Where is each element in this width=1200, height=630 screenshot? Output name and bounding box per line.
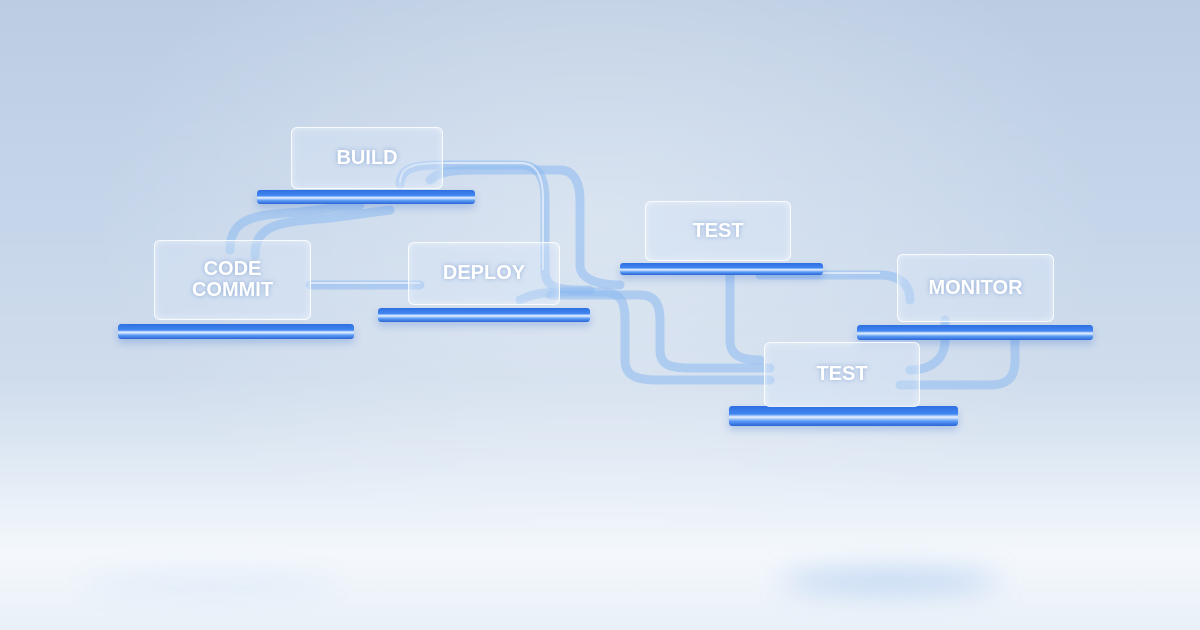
test-top-platform: [620, 263, 823, 275]
test-bottom-label: TEST: [816, 363, 868, 385]
monitor-platform: [857, 325, 1093, 340]
tube-deploy-test: [545, 290, 775, 373]
build-platform: [257, 190, 475, 204]
tube-commit-build: [225, 200, 365, 255]
test-top-label: TEST: [692, 219, 744, 242]
tube-test-test: [725, 270, 765, 365]
build-stage[interactable]: BUILD: [291, 127, 443, 189]
deploy-platform: [378, 308, 590, 322]
floor-shadow: [80, 575, 340, 591]
test-bottom-stage[interactable]: TEST: [764, 342, 920, 407]
test-top-stage[interactable]: TEST: [645, 201, 791, 261]
build-label: BUILD: [336, 146, 398, 169]
tube-test-monitor: [905, 315, 950, 375]
tube-test-monitor: [755, 270, 915, 305]
tube-commit-build: [250, 205, 395, 260]
code-commit-stage[interactable]: CODE COMMIT: [154, 240, 311, 320]
monitor-stage[interactable]: MONITOR: [897, 254, 1054, 322]
code-commit-platform: [118, 324, 354, 339]
floor-shadow: [780, 570, 1000, 592]
tube-test-monitor: [895, 335, 1020, 390]
deploy-label: DEPLOY: [442, 262, 526, 284]
test-bottom-platform: [729, 406, 958, 426]
monitor-label: MONITOR: [928, 276, 1023, 299]
deploy-stage[interactable]: DEPLOY: [408, 242, 560, 305]
code-commit-label: CODE COMMIT: [191, 258, 274, 301]
tube-build-deploy: [425, 165, 625, 290]
